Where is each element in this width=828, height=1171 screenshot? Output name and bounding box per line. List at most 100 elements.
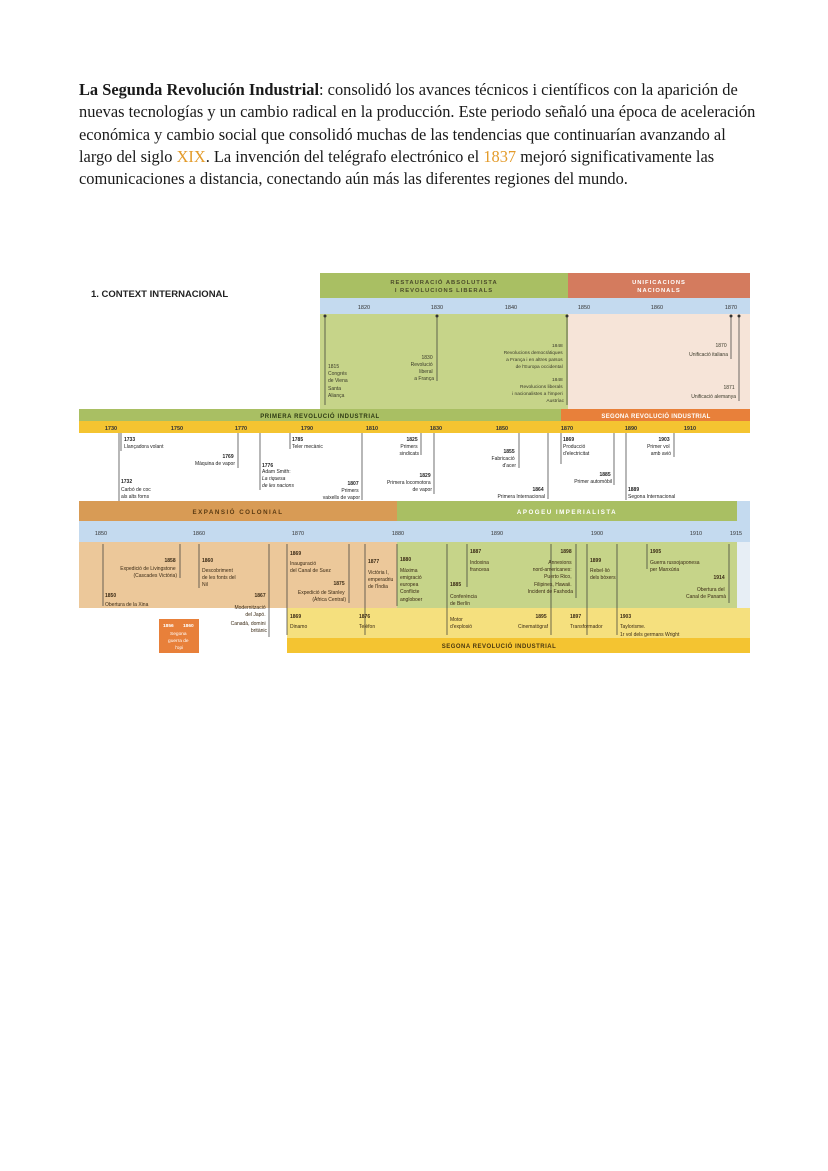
top-event-1870: 1870 Unificació italiana xyxy=(689,343,728,358)
segona-revolucio-label: SEGONA REVOLUCIÓ INDUSTRIAL xyxy=(601,412,710,420)
mid-event-1825: 1825 Primers sindicats xyxy=(400,437,420,457)
top-green-area xyxy=(320,314,568,409)
bot-event-1897: 1897 Transformador xyxy=(570,614,603,630)
paragraph-text-3: mejoró significativamente las comunicaci… xyxy=(79,146,715,189)
middle-tick-strip xyxy=(79,421,750,433)
top-tick-1850: 1850 xyxy=(578,305,590,311)
mid-event-1776: 1776 Adam Smith: La riquesa de les nacio… xyxy=(262,463,294,489)
bot-event-1875: 1875 Expedició de Stanley (Àfrica Centra… xyxy=(298,581,346,603)
mid-tick-1790: 1790 xyxy=(301,426,313,432)
top-event-dot-1848 xyxy=(565,314,569,318)
bot-tick-1915: 1915 xyxy=(730,531,742,537)
segona-revolucio-footer-band xyxy=(287,638,750,653)
bot-tick-1860: 1860 xyxy=(193,531,205,537)
bot-event-1899: 1899 Rebel·lió dels bòxers xyxy=(590,558,616,581)
opium-war-block xyxy=(159,619,199,653)
bottom-green-area xyxy=(397,542,737,608)
mid-tick-1890: 1890 xyxy=(625,426,637,432)
top-tick-strip xyxy=(320,298,750,314)
bot-event-1858: 1858 Expedició de Livingstone (Cascades … xyxy=(120,558,177,579)
paragraph-text-1: : consolidó los avances técnicos i cient… xyxy=(79,80,756,166)
primera-revolucio-band xyxy=(79,409,561,421)
top-event-1815: 1815 Congrés de Viena Santa Aliança xyxy=(328,364,349,399)
bot-event-1914: 1914 Obertura del Canal de Panamà xyxy=(686,575,726,600)
middle-event-area xyxy=(79,433,750,501)
bot-event-1903: 1903 Taylorisme. 1r vol dels germans Wri… xyxy=(620,614,680,638)
segona-revolucio-band xyxy=(561,409,750,421)
bot-event-1905: 1905 Guerra russojaponesa per Manxúria xyxy=(650,549,701,573)
top-left-blank xyxy=(79,273,320,409)
mid-tick-1730: 1730 xyxy=(105,426,117,432)
highlight-siglo: XIX xyxy=(176,146,206,166)
bot-event-1867: 1867 Modernització del Japó. Canadà, dom… xyxy=(231,593,268,634)
primera-revolucio-label: PRIMERA REVOLUCIÓ INDUSTRIAL xyxy=(260,412,380,420)
mid-tick-1870: 1870 xyxy=(561,426,573,432)
bot-event-1895: 1895 Cinematògraf xyxy=(518,614,549,630)
bot-tick-1900: 1900 xyxy=(591,531,603,537)
period-unificacions-line1: UNIFICACIONS xyxy=(632,280,686,286)
top-tick-1830: 1830 xyxy=(431,305,443,311)
top-tick-1860: 1860 xyxy=(651,305,663,311)
bot-event-1877: 1877 Victòria I, emperadriu de l'Índia xyxy=(368,559,395,590)
mid-tick-1770: 1770 xyxy=(235,426,247,432)
mid-event-1889: 1889 Segona Internacional xyxy=(628,487,675,500)
top-tick-1840: 1840 xyxy=(505,305,517,311)
mid-tick-1910: 1910 xyxy=(684,426,696,432)
mid-tick-1750: 1750 xyxy=(171,426,183,432)
mid-event-1864: 1864 Primera Internacional xyxy=(497,487,545,500)
bot-event-1860: 1860 Descobriment de les fonts del Nil xyxy=(202,558,237,588)
top-event-1848: 1848 Revolucions democràtiques a França … xyxy=(504,343,565,404)
paragraph-bold-lead: La Segunda Revolución Industrial xyxy=(79,80,320,99)
intro-paragraph: La Segunda Revolución Industrial: consol… xyxy=(79,79,759,190)
mid-event-1885: 1885 Primer automòbil xyxy=(574,472,612,485)
top-event-1830: 1830 Revolució liberal a França xyxy=(411,355,435,382)
section-title: 1. CONTEXT INTERNACIONAL xyxy=(91,289,228,300)
bottom-tick-strip xyxy=(79,521,750,542)
segona-revolucio-footer-label: SEGONA REVOLUCIÓ INDUSTRIAL xyxy=(442,642,557,650)
bot-event-motor: Motor d'explosió xyxy=(450,617,472,630)
mid-event-1769: 1769 Màquina de vapor xyxy=(195,454,235,467)
top-peach-area xyxy=(568,314,750,409)
bot-tick-1880: 1880 xyxy=(392,531,404,537)
mid-event-1869: 1869 Producció d'electricitat xyxy=(563,437,590,457)
bottom-band-end xyxy=(737,501,750,521)
period-restauracio-line2: I REVOLUCIONS LIBERALS xyxy=(395,288,493,294)
mid-event-1855: 1855 Fabricació d'acer xyxy=(492,449,517,469)
period-restauracio-line1: RESTAURACIÓ ABSOLUTISTA xyxy=(390,278,497,286)
mid-tick-1830: 1830 xyxy=(430,426,442,432)
expansio-colonial-band xyxy=(79,501,397,521)
mid-tick-1810: 1810 xyxy=(366,426,378,432)
mid-event-1733: 1733 Llançadora volant xyxy=(124,437,164,450)
bot-event-1887: 1887 Indoxina francesa xyxy=(470,549,490,573)
top-event-1871: 1871 Unificació alemanya xyxy=(691,385,736,400)
paragraph-text-2: . La invención del telégrafo electrónico… xyxy=(205,146,484,166)
mid-event-1829: 1829 Primera locomotora de vapor xyxy=(387,473,432,493)
mid-event-1785: 1785 Teler mecànic xyxy=(292,437,323,450)
bot-event-1869-suez: 1869 Inauguració del Canal de Suez xyxy=(290,551,331,574)
bot-tick-1870: 1870 xyxy=(292,531,304,537)
top-event-dot-1870 xyxy=(729,314,733,318)
bottom-end-area xyxy=(737,542,750,608)
mid-tick-1850: 1850 xyxy=(496,426,508,432)
bot-event-1876: 1876 Telèfon xyxy=(359,614,375,630)
bottom-tan-area xyxy=(79,542,397,608)
period-unificacions-band xyxy=(568,273,750,298)
top-event-dot-1871 xyxy=(737,314,741,318)
apogeu-imperialista-band xyxy=(397,501,737,521)
bot-event-opium-war: 1856 1860 Segona guerra de l'opi xyxy=(163,623,195,651)
top-event-dot-1830 xyxy=(435,314,439,318)
period-unificacions-line2: NACIONALS xyxy=(637,288,680,294)
bot-event-1885: 1885 Conferència de Berlín xyxy=(450,582,478,607)
highlight-year: 1837 xyxy=(483,146,517,166)
top-tick-1870: 1870 xyxy=(725,305,737,311)
timeline-figure: 1. CONTEXT INTERNACIONAL RESTAURACIÓ ABS… xyxy=(79,273,750,653)
mid-event-1903: 1903 Primer vol amb avió xyxy=(647,437,671,457)
bot-event-1850: 1850 Obertura de la Xina xyxy=(105,593,149,608)
bot-tick-1910: 1910 xyxy=(690,531,702,537)
bot-event-1880: 1880 Màxima emigració europea Conflicte … xyxy=(400,557,423,603)
mid-event-1732: 1732 Carbó de coc als alts forns xyxy=(121,479,152,500)
top-tick-1820: 1820 xyxy=(358,305,370,311)
mid-event-1807: 1807 Primers vaixells de vapor xyxy=(323,481,361,501)
expansio-colonial-label: EXPANSIÓ COLONIAL xyxy=(192,508,283,516)
bot-event-1869-dinamo: 1869 Dinamo xyxy=(290,614,307,630)
